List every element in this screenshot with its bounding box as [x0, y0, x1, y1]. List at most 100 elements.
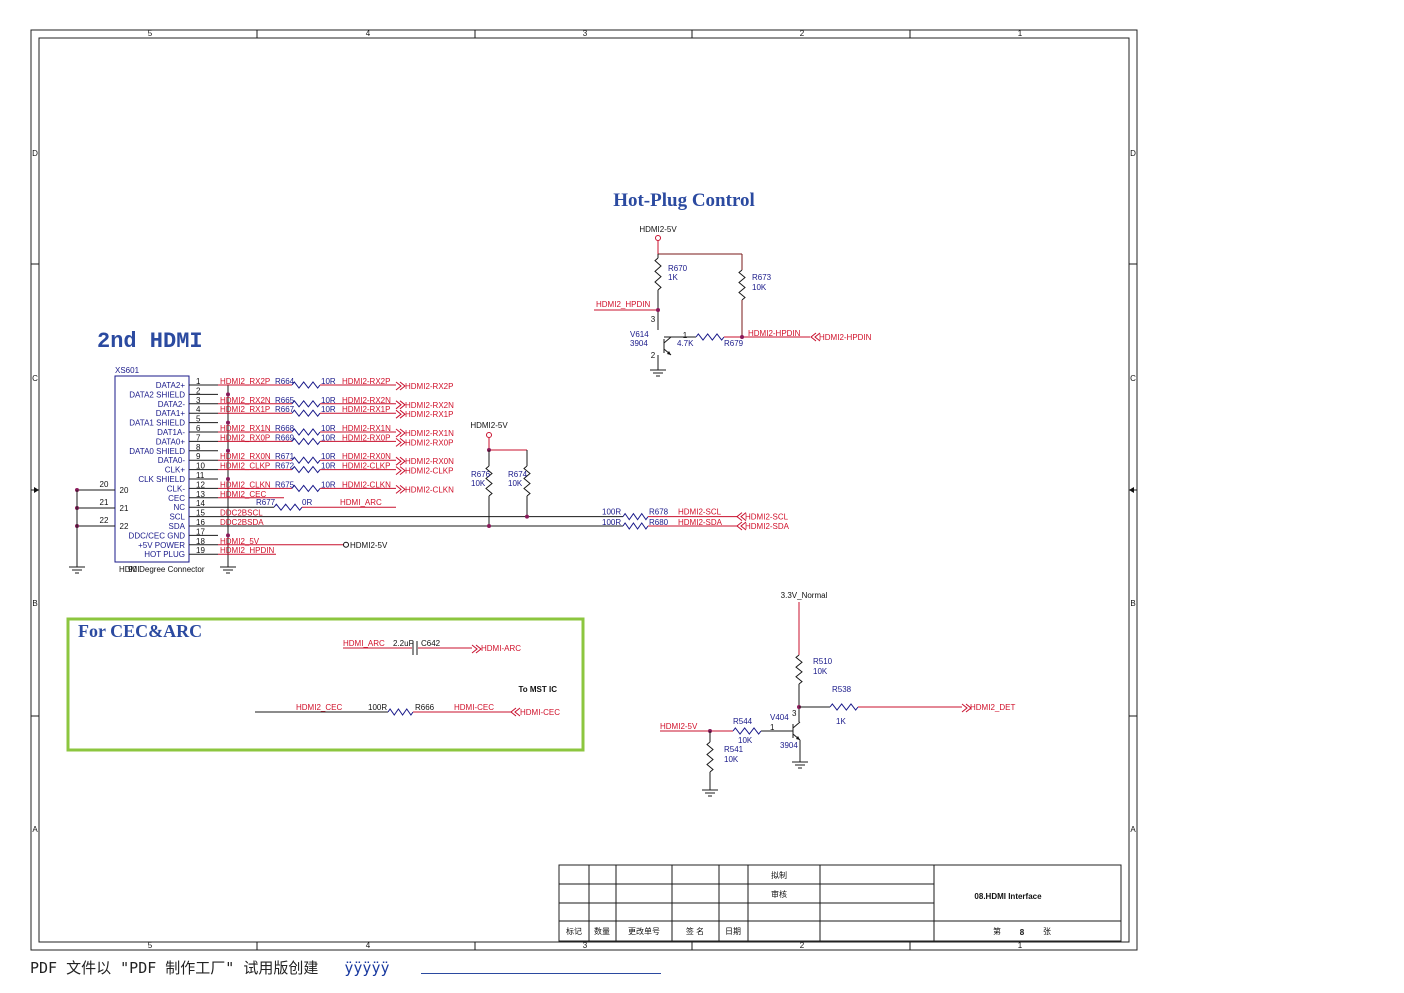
connector-pin-number: 4 [196, 405, 201, 414]
c642-ref: C642 [421, 639, 441, 648]
ground-icon [650, 365, 666, 377]
connector-pin-number: 13 [196, 490, 205, 499]
hdmi-net-label: HDMI2_RX0N [220, 452, 271, 461]
junction-dot [740, 335, 744, 339]
r541-symbol [706, 741, 714, 773]
hdmi-out-net: HDMI2-RX1P [342, 405, 390, 414]
junction-dot [487, 524, 491, 528]
power-symbol-icon [486, 432, 492, 438]
watermark-link[interactable]: ÿÿÿÿÿ [344, 959, 390, 977]
v614-ref: V614 [630, 330, 649, 339]
r677-ref: R677 [256, 498, 276, 507]
zone-column-label: 2 [800, 29, 805, 38]
ddc-sda-net: DDC2BSDA [220, 518, 264, 527]
power-label: HDMI2-5V [470, 421, 508, 430]
r673-value: 10K [752, 283, 767, 292]
connector-pin-number: 7 [196, 433, 201, 442]
hot-plug-control-block: Hot-Plug ControlHDMI2-5VR67310KR6701KHDM… [594, 190, 872, 377]
r510-ref: R510 [813, 657, 833, 666]
hdmi-port-icon [395, 381, 406, 391]
watermark-text: PDF 文件以 "PDF 制作工厂" 试用版创建 [30, 959, 319, 977]
junction-dot [226, 533, 230, 538]
connector-pin-label: DATA2- [158, 400, 186, 409]
v614-value: 3904 [630, 339, 648, 348]
r541-ref: R541 [724, 745, 744, 754]
connector-pin-label: DAT1A- [157, 428, 185, 437]
series-resistor-symbol [291, 381, 321, 389]
r678-value: 100R [602, 508, 621, 517]
det-in-net: HDMI2-5V [660, 722, 698, 731]
series-resistor-value: 10R [321, 424, 336, 433]
zone-column-label: 3 [583, 29, 588, 38]
transistor-collector [663, 336, 672, 344]
r674-value: 10K [508, 479, 523, 488]
connector-pin-label: SDA [169, 522, 186, 531]
hdmi-net-label: HDMI2_RX2N [220, 396, 271, 405]
hdmi-port-label: HDMI2-CLKN [405, 485, 454, 494]
junction-dot [226, 420, 230, 425]
hdmi-port-label: HDMI2-RX0P [405, 438, 453, 447]
junction-dot [226, 392, 230, 397]
connector-pin-label: DATA0+ [156, 437, 186, 446]
junction-dot [226, 448, 230, 453]
zone-row-label: C [32, 374, 38, 383]
hdmi-port-icon [395, 438, 406, 447]
arc-port-label: HDMI-ARC [481, 644, 521, 653]
revision-column-label: 更改单号 [628, 926, 660, 936]
r538-value: 1K [836, 717, 846, 726]
series-resistor-ref: R668 [275, 424, 295, 433]
series-resistor-value: 10R [321, 377, 336, 386]
r666-value: 100R [368, 703, 387, 712]
gnd-pin-inner: 21 [120, 504, 129, 513]
hdmi-port-label: HDMI2-RX0N [405, 457, 454, 466]
connector-footer-hdmi: HDMI [119, 565, 139, 574]
connector-pin-number: 10 [196, 462, 205, 471]
hdmi-port-label: HDMI2-RX1P [405, 410, 453, 419]
r676-value: 10K [471, 479, 486, 488]
zone-row-label: B [1130, 599, 1135, 608]
r670-symbol [654, 257, 662, 291]
r678-ref: R678 [649, 508, 669, 517]
sheet-title: 08.HDMI Interface [974, 892, 1042, 901]
zone-column-label: 5 [148, 29, 153, 38]
draw-label: 拟制 [771, 870, 787, 880]
series-resistor-ref: R669 [275, 433, 295, 442]
connector-pin-number: 2 [196, 386, 201, 395]
series-resistor-value: 10R [321, 396, 336, 405]
hdmi-port-icon [395, 466, 406, 475]
ground-icon [792, 757, 808, 769]
center-marker-icon [1129, 487, 1134, 493]
zone-column-label: 1 [1018, 941, 1023, 950]
connector-pin-number: 16 [196, 518, 205, 527]
pin-number: 3 [792, 709, 797, 718]
zone-column-label: 5 [148, 941, 153, 950]
arc-port-icon [471, 644, 482, 654]
series-resistor-symbol [291, 409, 321, 418]
series-resistor-value: 10R [321, 452, 336, 461]
connector-pin-number: 6 [196, 424, 201, 433]
r666-ref: R666 [415, 703, 435, 712]
gnd-pin-inner: 20 [120, 486, 129, 495]
power-label: 3.3V_Normal [781, 591, 828, 600]
series-resistor-ref: R665 [275, 396, 295, 405]
sda-port-icon [736, 521, 747, 531]
cec-net-label: HDMI2_CEC [220, 490, 266, 499]
hdmi-net-label: HDMI2_RX1N [220, 424, 271, 433]
connector-pin-label: SCL [169, 513, 185, 522]
revision-column-label: 数量 [594, 926, 610, 936]
watermark-footer: PDF 文件以 "PDF 制作工厂" 试用版创建 ÿÿÿÿÿ [30, 957, 390, 978]
r544-ref: R544 [733, 717, 753, 726]
connector-pin-number: 8 [196, 443, 201, 452]
connector-pin-number: 17 [196, 527, 205, 536]
r680-symbol [622, 522, 649, 530]
r538-ref: R538 [832, 685, 852, 694]
hpdin-port-icon [810, 332, 821, 342]
zone-row-label: A [1130, 825, 1136, 834]
hdmi-net-label: HDMI2_RX1P [220, 405, 270, 414]
connector-pin-label: CEC [168, 494, 185, 503]
center-marker-icon [34, 487, 39, 493]
connector-pin-label: DATA0 SHIELD [129, 447, 185, 456]
page-prefix: 第 [993, 926, 1001, 936]
